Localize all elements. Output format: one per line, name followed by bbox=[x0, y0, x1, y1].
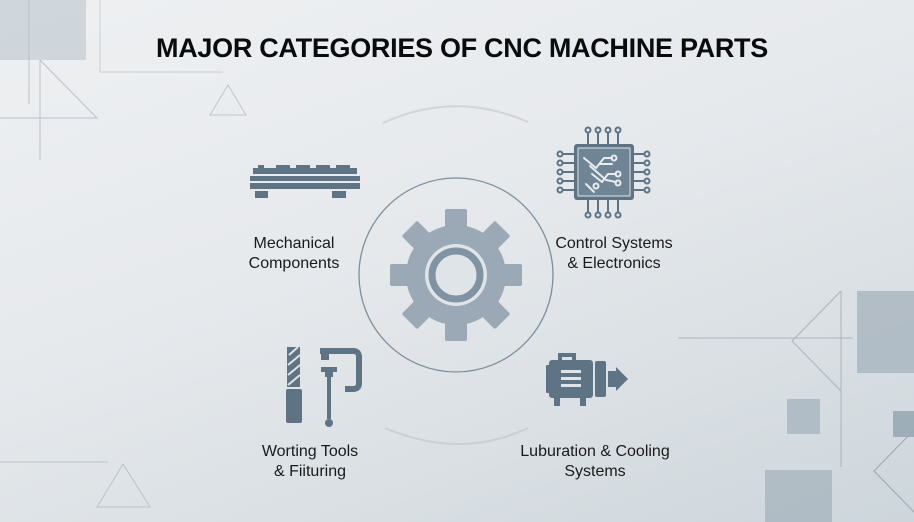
decor-square bbox=[787, 399, 820, 434]
gear-icon bbox=[390, 209, 522, 341]
decor-arc-top bbox=[382, 105, 529, 124]
center-circle-outline bbox=[358, 177, 554, 373]
category-tools-label: Worting Tools & Fiituring bbox=[261, 443, 359, 480]
decor-square bbox=[857, 291, 914, 373]
decor-arc-bottom bbox=[384, 427, 529, 445]
category-mechanical-label: Mechanical Components bbox=[248, 235, 340, 272]
machine-bed-icon bbox=[250, 165, 360, 198]
decor-triangle bbox=[209, 84, 247, 116]
microchip-icon bbox=[556, 126, 651, 219]
page-title: MAJOR CATEGORIES OF CNC MACHINE PARTS bbox=[156, 33, 768, 63]
category-lubrication-label: Luburation & Cooling Systems bbox=[520, 443, 670, 480]
decor-square bbox=[765, 470, 832, 522]
decor-square bbox=[893, 411, 914, 437]
motor-pump-icon bbox=[546, 353, 628, 406]
decor-triangle bbox=[96, 463, 151, 508]
drill-bit-and-clamp-icon bbox=[286, 346, 362, 427]
category-control-label: Control Systems & Electronics bbox=[555, 235, 673, 272]
decor-square bbox=[0, 0, 86, 60]
